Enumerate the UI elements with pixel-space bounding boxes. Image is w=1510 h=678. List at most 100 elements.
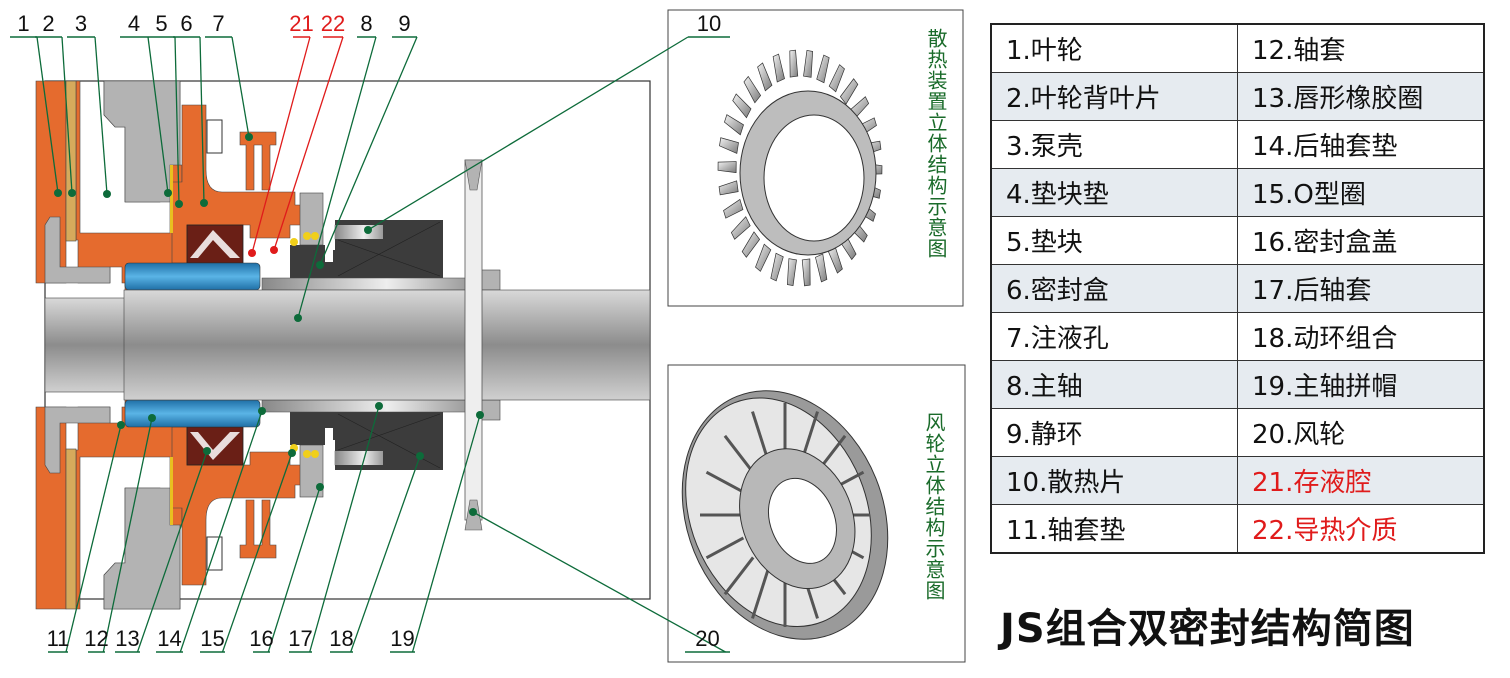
callout-leader bbox=[251, 36, 311, 254]
callout-label-4: 4 bbox=[128, 11, 140, 36]
callout-leader bbox=[179, 410, 263, 653]
heat-sink-fin-blade bbox=[772, 53, 785, 83]
fan-blade bbox=[751, 411, 770, 461]
legend-cell: 19.主轴拼帽 bbox=[1237, 360, 1485, 409]
callout-dot bbox=[316, 483, 324, 491]
upper-half bbox=[35, 80, 501, 291]
callout-dot bbox=[476, 411, 484, 419]
fan-blade bbox=[751, 569, 770, 619]
shaft-sleeve bbox=[124, 262, 261, 291]
spacer-shim bbox=[170, 165, 173, 233]
legend-cell: 4.垫块垫 bbox=[990, 168, 1238, 217]
fan-blade bbox=[800, 411, 819, 461]
callout-dot bbox=[364, 226, 372, 234]
callout-label-8: 8 bbox=[360, 11, 372, 36]
fan-bore bbox=[768, 477, 837, 564]
impeller-hub bbox=[44, 216, 111, 284]
callout-label-3: 3 bbox=[75, 11, 87, 36]
callout-leader bbox=[221, 452, 293, 653]
callout-leader bbox=[297, 36, 377, 319]
casing-flange bbox=[103, 80, 181, 203]
callout-label-15: 15 bbox=[200, 626, 224, 651]
heat-sink-fin-blade bbox=[717, 161, 737, 173]
callout-label-11: 11 bbox=[47, 626, 70, 651]
heat-sink-fin-blade bbox=[743, 75, 762, 104]
callout-label-13: 13 bbox=[115, 626, 139, 651]
legend-cell: 1.叶轮 bbox=[990, 23, 1238, 73]
legend-cell: 11.轴套垫 bbox=[990, 504, 1238, 554]
callout-dot bbox=[248, 249, 256, 257]
callout-leader bbox=[231, 36, 250, 138]
main-shaft bbox=[123, 289, 651, 401]
fan-blade bbox=[723, 434, 755, 474]
callout-leader bbox=[472, 511, 726, 653]
callout-leader bbox=[309, 405, 380, 653]
heat-sink-fin-blade bbox=[730, 216, 751, 240]
callout-label-2: 2 bbox=[42, 11, 54, 36]
callout-dot bbox=[103, 190, 111, 198]
heat-sink-fin-blade bbox=[741, 231, 761, 258]
heat-sink-fin-blade bbox=[757, 62, 773, 92]
heat-sink-fin-blade bbox=[789, 49, 799, 78]
callout-label-14: 14 bbox=[157, 626, 181, 651]
fill-port bbox=[239, 131, 277, 191]
callout-dot bbox=[294, 314, 302, 322]
diagram-title: JS组合双密封结构简图 bbox=[1000, 606, 1415, 652]
legend-cell: 21.存液腔 bbox=[1237, 456, 1485, 505]
callout-dot bbox=[164, 189, 172, 197]
callout-label-10: 10 bbox=[697, 11, 721, 36]
legend-cell: 5.垫块 bbox=[990, 216, 1238, 265]
callout-label-17: 17 bbox=[288, 626, 312, 651]
callout-label-22: 22 bbox=[321, 11, 345, 36]
legend-cell: 7.注液孔 bbox=[990, 312, 1238, 361]
legend-cell: 10.散热片 bbox=[990, 456, 1238, 505]
callout-dot bbox=[416, 452, 424, 460]
callout-label-1: 1 bbox=[17, 11, 29, 36]
heat-sink-fin-blade bbox=[718, 180, 739, 196]
callout-leader bbox=[147, 36, 169, 194]
heat-sink-fin-blade bbox=[723, 198, 744, 219]
callout-dot bbox=[68, 189, 76, 197]
callout-label-12: 12 bbox=[84, 626, 108, 651]
callout-leader bbox=[319, 36, 418, 266]
heat-sink-fin-blade bbox=[803, 50, 814, 78]
callout-leader bbox=[61, 36, 73, 194]
fan-blade bbox=[705, 536, 745, 560]
heat-sink-bore bbox=[763, 114, 865, 242]
callout-dot bbox=[375, 402, 383, 410]
callout-label-16: 16 bbox=[249, 626, 273, 651]
heat-sink-fin-blade bbox=[724, 114, 744, 136]
callout-leader bbox=[102, 417, 153, 653]
heat-sink-fin-blade bbox=[839, 78, 859, 105]
callout-leader bbox=[367, 36, 689, 231]
callout-label-6: 6 bbox=[180, 11, 192, 36]
heat-sink-fin-blade bbox=[755, 243, 772, 272]
callout-label-20: 20 bbox=[695, 626, 719, 651]
legend-cell: 22.导热介质 bbox=[1237, 504, 1485, 554]
heat-sink-fin-blade bbox=[786, 258, 797, 286]
callout-label-9: 9 bbox=[398, 11, 410, 36]
callout-leader bbox=[36, 36, 59, 194]
callout-dot bbox=[245, 133, 253, 141]
callout-label-7: 7 bbox=[212, 11, 224, 36]
callout-leader bbox=[136, 450, 208, 653]
fan-blade bbox=[723, 556, 755, 596]
callout-leader bbox=[350, 455, 421, 653]
callout-leader bbox=[267, 486, 321, 653]
legend-cell: 12.轴套 bbox=[1237, 23, 1485, 73]
legend-cell: 16.密封盒盖 bbox=[1237, 216, 1485, 265]
callout-leader bbox=[65, 424, 122, 653]
callout-leader bbox=[199, 36, 205, 204]
heat-sink-fin-blade bbox=[815, 253, 828, 283]
callout-dot bbox=[148, 414, 156, 422]
callout-dot bbox=[288, 449, 296, 457]
legend-cell: 8.主轴 bbox=[990, 360, 1238, 409]
legend-cell: 2.叶轮背叶片 bbox=[990, 72, 1238, 121]
impeller-back-vane bbox=[65, 80, 77, 242]
